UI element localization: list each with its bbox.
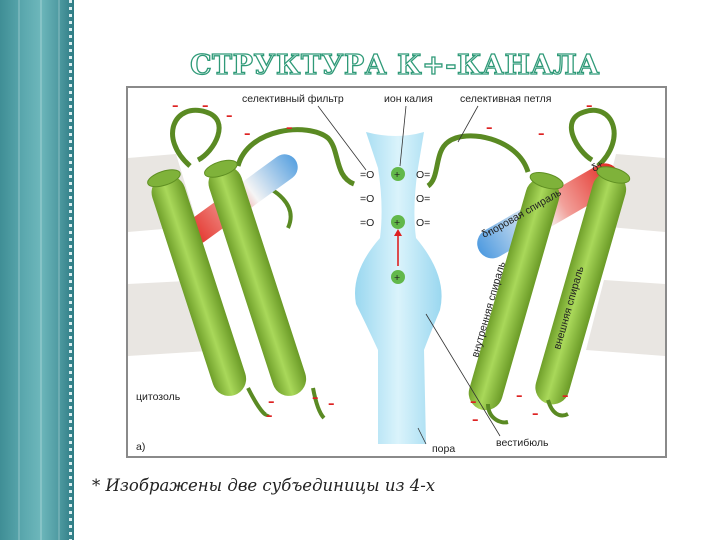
charge-5: –: [286, 121, 293, 136]
potassium-ion-3: [391, 270, 405, 284]
charge-9: –: [268, 395, 275, 410]
k-channel-figure: поровая спираль δ- δ+ внутренняя спираль…: [126, 86, 667, 458]
oxygen-right-1: O=: [416, 169, 430, 181]
decorative-side-band: [0, 0, 74, 540]
charge-10: –: [266, 409, 273, 424]
left-outer-helix: [147, 169, 247, 396]
charge-2: –: [202, 99, 209, 114]
oxygen-left-2: =O: [360, 193, 374, 205]
left-subunit: [147, 107, 356, 420]
potassium-ion-1: [391, 167, 405, 181]
charge-6: –: [486, 121, 493, 136]
left-inner-helix: [204, 159, 307, 396]
k-channel-diagram: поровая спираль δ- δ+ внутренняя спираль…: [128, 93, 665, 455]
slide-title: СТРУКТУРА К+-КАНАЛА: [189, 49, 600, 81]
oxygen-left-3: =O: [360, 217, 374, 229]
charge-8: –: [586, 99, 593, 114]
right-loop: [569, 107, 617, 168]
charge-15: –: [516, 389, 523, 404]
ion-flow-arrowhead: [394, 229, 402, 236]
leader-vestibule: [425, 313, 501, 437]
charge-16: –: [532, 407, 539, 422]
right-selective-loop: [426, 133, 531, 189]
leader-selective-loop: [457, 105, 479, 143]
right-outer-helix: [535, 166, 631, 405]
panel-label: а): [136, 441, 145, 453]
right-subunit: [426, 107, 631, 425]
cytosol-label: цитозоль: [136, 391, 181, 403]
selective-loop-label: селективная петля: [460, 93, 551, 105]
oxygen-right-2: O=: [416, 193, 430, 205]
left-loop: [170, 107, 222, 168]
left-tail: [246, 387, 270, 417]
pore-label: пора: [432, 443, 455, 455]
ion-plus-1: +: [394, 169, 400, 181]
left-selective-loop: [235, 127, 356, 187]
charge-14: –: [472, 413, 479, 428]
pore-helix-dipole-pos: δ+: [590, 158, 606, 174]
vestibule-label: вестибюль: [496, 437, 549, 449]
ion-plus-3: +: [394, 272, 400, 284]
charge-13: –: [470, 395, 477, 410]
right-inner-helix: [468, 172, 564, 411]
leader-potassium-ion: [399, 105, 407, 167]
charge-12: –: [328, 397, 335, 412]
selective-filter-label: селективный фильтр: [242, 93, 344, 105]
charge-17: –: [562, 389, 569, 404]
ion-plus-2: +: [394, 217, 400, 229]
charge-7: –: [538, 127, 545, 142]
potassium-ion-label: ион калия: [384, 93, 433, 105]
charge-3: –: [226, 109, 233, 124]
potassium-ion-2: [391, 215, 405, 229]
leader-pore: [417, 427, 427, 445]
pore-volume: [355, 132, 442, 444]
charge-1: –: [172, 99, 179, 114]
charge-4: –: [244, 127, 251, 142]
selectivity-filter: =O =O =O O= O= O= + + +: [360, 167, 430, 284]
leader-selective-filter: [317, 105, 367, 171]
slide-caption: * Изображены две субъединицы из 4-х: [92, 476, 436, 495]
charge-marks: – – – – – – – – – – – – – – – – –: [172, 99, 593, 428]
oxygen-right-3: O=: [416, 217, 430, 229]
charge-11: –: [312, 391, 319, 406]
oxygen-left-1: =O: [360, 169, 374, 181]
